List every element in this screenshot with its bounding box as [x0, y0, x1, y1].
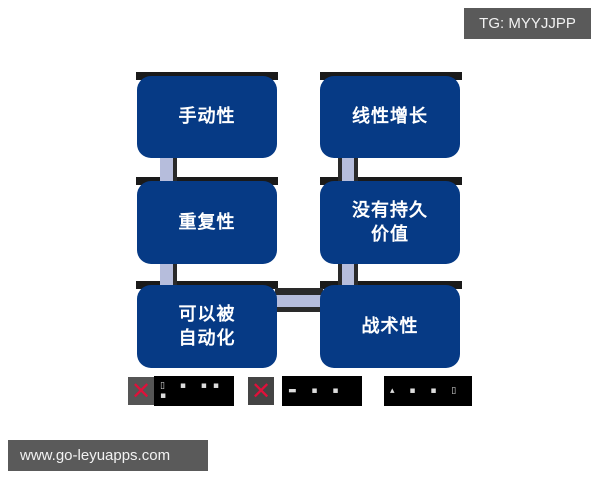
watermark-bottom-text: www.go-leyuapps.com — [20, 447, 171, 464]
legend-text: ▯ ▪ ▪▪ ▪ — [154, 376, 234, 406]
box-label: 没有持久 价值 — [352, 199, 428, 245]
legend-text: ▴ ▪ ▪ ▯ — [384, 376, 472, 406]
connector-left-2 — [160, 263, 173, 287]
watermark-top-text: TG: MYYJJPP — [479, 15, 576, 32]
legend-item-2: ✕ ▬ ▪ ▪ — [248, 376, 362, 406]
legend-text: ▬ ▪ ▪ — [282, 376, 362, 406]
legend-item-3: ▴ ▪ ▪ ▯ — [384, 376, 472, 406]
box-label: 战术性 — [361, 315, 419, 337]
box-label: 可以被 自动化 — [178, 303, 236, 349]
watermark-top: TG: MYYJJPP — [464, 8, 591, 39]
legend-item-1: ✕ ▯ ▪ ▪▪ ▪ — [128, 376, 234, 406]
connector-left-1 — [160, 158, 173, 182]
box-repetitive: 重复性 — [137, 181, 277, 264]
connector-right-2 — [342, 263, 354, 287]
box-tactical: 战术性 — [320, 285, 460, 368]
box-label: 线性增长 — [352, 106, 428, 127]
box-linear-growth: 线性增长 — [320, 76, 460, 158]
connector-right-1 — [342, 158, 354, 182]
x-icon: ✕ — [128, 377, 154, 405]
x-icon: ✕ — [248, 377, 274, 405]
box-label: 手动性 — [178, 106, 236, 127]
box-automatable: 可以被 自动化 — [137, 285, 277, 368]
box-label: 重复性 — [178, 211, 236, 233]
box-manual: 手动性 — [137, 76, 277, 158]
watermark-bottom: www.go-leyuapps.com — [8, 440, 208, 471]
connector-horizontal — [275, 295, 323, 307]
box-no-lasting-value: 没有持久 价值 — [320, 181, 460, 264]
